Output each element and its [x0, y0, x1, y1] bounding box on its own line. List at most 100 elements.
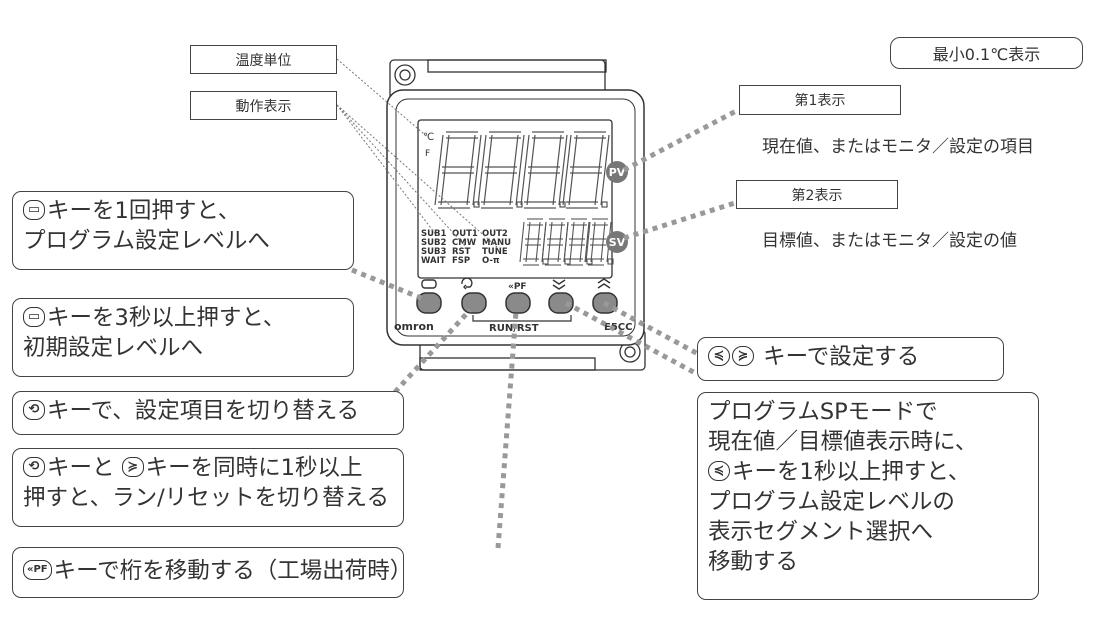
display1-label: 第1表示 — [739, 85, 901, 115]
digit-segment — [584, 241, 588, 263]
digit-segment — [552, 169, 558, 206]
digit-segment — [594, 169, 600, 206]
lcd-panel — [417, 119, 613, 279]
svg-text:FSP: FSP — [452, 256, 470, 266]
svg-text:OUT2: OUT2 — [482, 229, 508, 239]
svg-text:TUNE: TUNE — [482, 247, 508, 257]
digit-dot — [516, 201, 523, 208]
callout-loop-key: ⟲キーで、設定項目を切り替える — [12, 391, 404, 435]
digit-segment — [483, 169, 489, 206]
brand-logo: omron — [394, 320, 434, 333]
digit-segment — [519, 241, 523, 263]
svg-text:SUB1: SUB1 — [421, 229, 447, 239]
digit-segment — [566, 134, 572, 171]
status-indicators: SUB1 OUT1 OUT2 SUB2 CMW MANU SUB3 RST TU… — [421, 229, 511, 266]
digit-segment — [524, 134, 530, 171]
temp-unit-label: 温度単位 — [190, 45, 337, 74]
svg-text:MANU: MANU — [482, 238, 511, 248]
digit-segment — [515, 169, 521, 206]
digit-segment — [558, 169, 564, 206]
svg-text:SUB2: SUB2 — [421, 238, 447, 248]
digit-segment — [519, 134, 525, 171]
loop-key-icon: ⟲ — [23, 399, 45, 420]
down-key-button[interactable] — [548, 292, 574, 314]
digit-segment — [530, 134, 536, 171]
digit-segment — [472, 169, 478, 206]
callout-up-down-keys: ≼≽ キーで設定する — [697, 337, 1004, 381]
down-key-icon: ≽ — [732, 345, 754, 366]
digit-segment — [572, 134, 578, 171]
unit-fahrenheit: F — [425, 149, 430, 159]
front-buttons — [416, 292, 618, 314]
digit-segment — [563, 241, 567, 263]
svg-text:PV: PV — [609, 166, 626, 179]
digit-segment — [600, 169, 606, 206]
callout-mode-key-3sec: ▭キーを3秒以上押すと、 初期設定レベルへ — [12, 298, 354, 377]
sv-badge: SV — [606, 231, 628, 253]
display2-label: 第2表示 — [736, 180, 898, 209]
digit-segment — [513, 134, 519, 171]
digit-segment — [438, 134, 444, 171]
svg-text:O-π: O-π — [482, 256, 500, 266]
mode-key-icon: ▭ — [23, 199, 45, 220]
digit-segment — [568, 169, 574, 206]
digit-segment — [586, 221, 590, 243]
main-display-digits — [434, 131, 610, 209]
mode-key-button[interactable] — [416, 292, 442, 314]
svg-text:SUB3: SUB3 — [421, 247, 447, 257]
digit-dot — [473, 201, 480, 208]
callout-program-sp-mode: プログラムSPモードで 現在値／目標値表示時に、 ≼キーを1秒以上押すと、 プロ… — [697, 392, 1039, 600]
pf-key-button[interactable] — [505, 292, 531, 314]
callout-mode-key-once: ▭キーを1回押すと、 プログラム設定レベルへ — [12, 191, 354, 270]
digit-segment — [470, 134, 476, 171]
up-key-icon: ≼ — [708, 460, 730, 481]
up-key-icon: ≼ — [708, 345, 730, 366]
digit-segment — [487, 134, 493, 171]
pv-badge: PV — [606, 161, 628, 183]
svg-text:RST: RST — [452, 247, 471, 257]
display1-description: 現在値、またはモニタ／設定の項目 — [762, 137, 1034, 157]
svg-text:«PF: «PF — [508, 282, 527, 292]
digit-segment — [476, 134, 482, 171]
digit-segment — [477, 169, 483, 206]
digit-segment — [562, 134, 568, 171]
operation-indicator-label: 動作表示 — [190, 91, 337, 120]
pf-key-icon: «PF — [23, 559, 52, 580]
thin-leaders — [336, 58, 498, 248]
digit-segment — [466, 169, 472, 206]
digit-segment — [604, 134, 610, 171]
digit-dot — [607, 258, 614, 265]
sub-display-digits — [519, 218, 614, 266]
min-display-label: 最小0.1℃表示 — [890, 37, 1083, 69]
digit-segment — [562, 169, 568, 206]
thick-leaders — [351, 107, 740, 549]
svg-text:CMW: CMW — [452, 238, 477, 248]
model-label: E5CC — [604, 322, 632, 333]
key-symbols: «PF — [421, 277, 611, 292]
callout-run-reset: ⟲キーと ≽キーを同時に1秒以上 押すと、ラン/リセットを切り替える — [12, 448, 404, 527]
digit-segment — [521, 221, 525, 243]
svg-text:SV: SV — [609, 236, 626, 249]
digit-segment — [481, 134, 487, 171]
loop-key-button[interactable] — [461, 292, 487, 314]
down-key-icon: ≽ — [121, 456, 144, 477]
digit-segment — [543, 221, 547, 243]
svg-text:WAIT: WAIT — [421, 256, 446, 266]
digit-segment — [565, 221, 569, 243]
digit-segment — [509, 169, 515, 206]
loop-key-icon: ⟲ — [23, 456, 45, 477]
digit-segment — [520, 169, 526, 206]
digit-segment — [526, 169, 532, 206]
digit-dot — [601, 201, 608, 208]
svg-text:OUT1: OUT1 — [452, 229, 478, 239]
digit-segment — [444, 134, 450, 171]
display2-description: 目標値、またはモニタ／設定の値 — [762, 231, 1017, 251]
digit-segment — [556, 134, 562, 171]
digit-dot — [559, 201, 566, 208]
digit-segment — [541, 241, 545, 263]
digit-segment — [587, 221, 591, 243]
mode-key-icon: ▭ — [23, 306, 45, 327]
digit-segment — [440, 169, 446, 206]
